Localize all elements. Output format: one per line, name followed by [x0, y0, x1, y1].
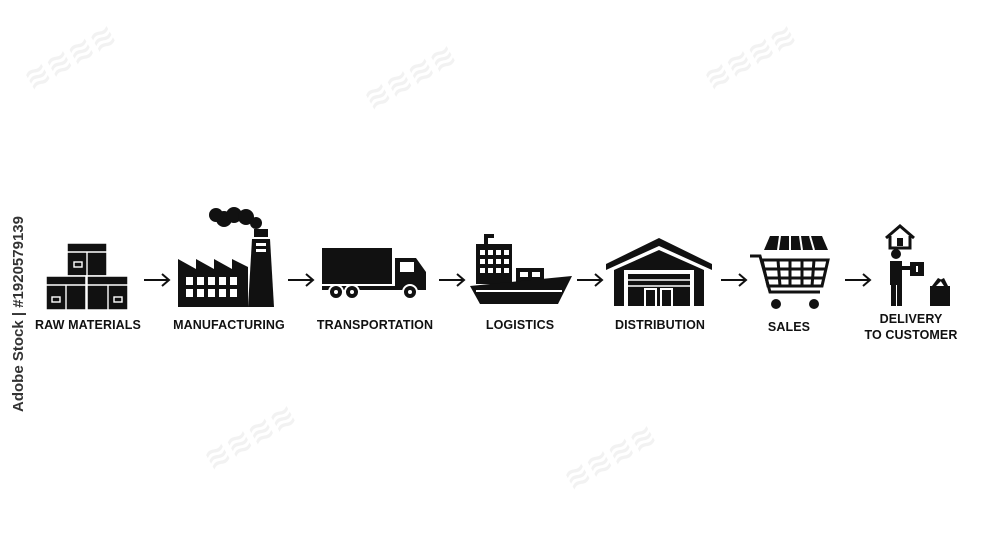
delivery-icon — [885, 224, 950, 306]
watermark: ≋≋≋≋ — [198, 398, 303, 477]
boxes-icon — [45, 242, 129, 311]
cart-icon — [750, 235, 830, 309]
step-label-distribution: DISTRIBUTION — [614, 318, 706, 332]
factory-icon — [178, 207, 274, 307]
step-label-raw-materials: RAW MATERIALS — [35, 318, 141, 332]
arrow-icon — [144, 273, 171, 287]
step-label-manufacturing: MANUFACTURING — [173, 318, 285, 332]
arrow-icon — [845, 273, 872, 287]
watermark: ≋≋≋≋ — [18, 18, 123, 97]
step-label-logistics: LOGISTICS — [485, 318, 555, 332]
step-label-transportation: TRANSPORTATION — [316, 318, 434, 332]
arrow-icon — [439, 273, 466, 287]
step-label-delivery: DELIVERY — [879, 312, 943, 326]
arrow-icon — [288, 273, 315, 287]
truck-icon — [322, 248, 426, 300]
watermark: ≋≋≋≋ — [558, 418, 663, 497]
step-label-sales: SALES — [767, 320, 811, 334]
arrow-icon — [721, 273, 748, 287]
watermark: ≋≋≋≋ — [358, 38, 463, 117]
step-label-to-customer: TO CUSTOMER — [864, 328, 958, 342]
watermark: ≋≋≋≋ — [698, 18, 803, 97]
arrow-icon — [577, 273, 604, 287]
warehouse-icon — [606, 238, 712, 306]
ship-icon — [470, 234, 572, 304]
stock-id-label: Adobe Stock | #1920579139 — [10, 216, 27, 412]
